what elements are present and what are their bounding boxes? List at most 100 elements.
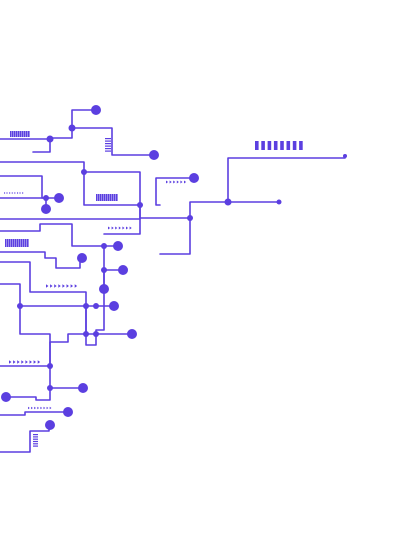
barcode-stripe (114, 194, 116, 201)
circuit-trace (0, 411, 69, 416)
circuit-node-dot (68, 124, 76, 132)
barcode-stripe (33, 434, 38, 436)
chevron-arrows-icon (74, 284, 78, 288)
chevron-arrows-icon (34, 406, 36, 410)
chevron-arrows-icon (25, 360, 28, 364)
circuit-node-dot (109, 301, 119, 311)
chevron-arrows-icon (184, 180, 187, 184)
chevron-arrows-icon (21, 360, 24, 364)
barcode-stripe (299, 141, 303, 150)
barcode-stripe (25, 239, 27, 247)
circuit-trace (0, 424, 50, 453)
circuit-node-dot (47, 385, 53, 391)
circuit-node-dot (101, 267, 107, 273)
chevron-arrows-icon (122, 226, 125, 230)
chevron-arrows-icon (108, 226, 111, 230)
circuit-node-dot (118, 265, 128, 275)
barcode-stripe (18, 131, 20, 137)
circuit-node-dot (187, 215, 193, 221)
chevron-arrows-icon (54, 284, 57, 288)
circuit-trace (85, 305, 133, 335)
barcode-stripe (255, 141, 259, 150)
chevron-arrows-icon (50, 284, 53, 288)
circuit-node-dot (276, 199, 282, 205)
circuit-node-dot (127, 329, 137, 339)
circuit-trace (0, 197, 47, 210)
circuit-node-dot (93, 303, 99, 309)
circuit-node-dot (43, 195, 49, 201)
arrow-decorations (4, 180, 187, 410)
barcode-stripe (96, 194, 98, 201)
circuit-node-dot (78, 383, 88, 393)
barcode-stripe (33, 440, 38, 443)
circuit-node-dot (149, 150, 159, 160)
barcode-stripe (100, 194, 102, 201)
circuit-node-dot (83, 303, 89, 309)
barcode-stripe (110, 194, 112, 201)
circuit-node-dot (224, 198, 232, 206)
chevron-arrows-icon (46, 406, 49, 410)
barcode-stripe (10, 131, 12, 137)
barcode-stripe (104, 194, 106, 201)
circuit-node-dot (1, 392, 11, 402)
chevron-arrows-icon (9, 360, 12, 364)
barcode-stripe (19, 239, 21, 247)
circuit-node-dot (343, 154, 347, 158)
circuit-node-dot (17, 303, 23, 309)
barcode-stripe (292, 141, 297, 150)
circuit-trace (0, 175, 60, 199)
chevron-arrows-icon (33, 360, 37, 364)
chevron-arrows-icon (46, 284, 49, 288)
barcode-stripe (33, 438, 38, 440)
chevron-arrows-icon (115, 226, 118, 230)
circuit-trace (155, 177, 195, 206)
barcode-stripe (9, 239, 11, 247)
chevron-arrows-icon (13, 360, 16, 364)
barcode-stripe (286, 141, 291, 150)
chevron-arrows-icon (6, 192, 8, 194)
barcode-stripe (102, 194, 104, 201)
circuit-node-dot (81, 169, 87, 175)
barcode-stripe (105, 140, 111, 142)
circuit-node-dot (41, 204, 51, 214)
chevron-arrows-icon (173, 180, 176, 184)
circuit-node-dot (93, 331, 99, 337)
barcode-stripe (261, 141, 265, 150)
chevron-arrows-icon (19, 192, 21, 194)
chevron-arrows-icon (9, 192, 11, 194)
circuit-node-dot (77, 253, 87, 263)
chevron-arrows-icon (17, 360, 20, 364)
chevron-arrows-icon (43, 406, 46, 410)
barcode-stripe (105, 145, 111, 147)
circuit-trace (32, 127, 155, 156)
circuit-trace (19, 305, 51, 367)
barcode-stripe (108, 194, 110, 201)
circuit-node-dot (101, 243, 107, 249)
barcode-stripe (13, 239, 15, 247)
circuit-node-dot (83, 331, 89, 337)
barcode-stripe (33, 445, 38, 447)
circuit-node-dot (47, 363, 53, 369)
circuit-trace (83, 171, 141, 206)
barcode-stripe (21, 239, 23, 247)
barcode-stripe (14, 131, 16, 137)
circuit-trace (0, 223, 105, 247)
barcode-stripe (26, 131, 28, 137)
barcode-decorations (5, 131, 303, 447)
barcode-stripe (33, 443, 38, 445)
circuit-node-dot (63, 407, 73, 417)
chevron-arrows-icon (29, 360, 32, 364)
chevron-arrows-icon (126, 226, 129, 230)
chevron-arrows-icon (11, 192, 14, 194)
barcode-stripe (105, 138, 111, 140)
barcode-stripe (20, 131, 22, 137)
barcode-stripe (106, 194, 108, 201)
chevron-arrows-icon (58, 284, 61, 288)
barcode-stripe (112, 194, 114, 201)
barcode-stripe (273, 141, 278, 150)
circuit-traces (0, 109, 346, 453)
barcode-stripe (105, 143, 111, 145)
barcode-stripe (267, 141, 272, 150)
circuit-trace (0, 251, 81, 269)
